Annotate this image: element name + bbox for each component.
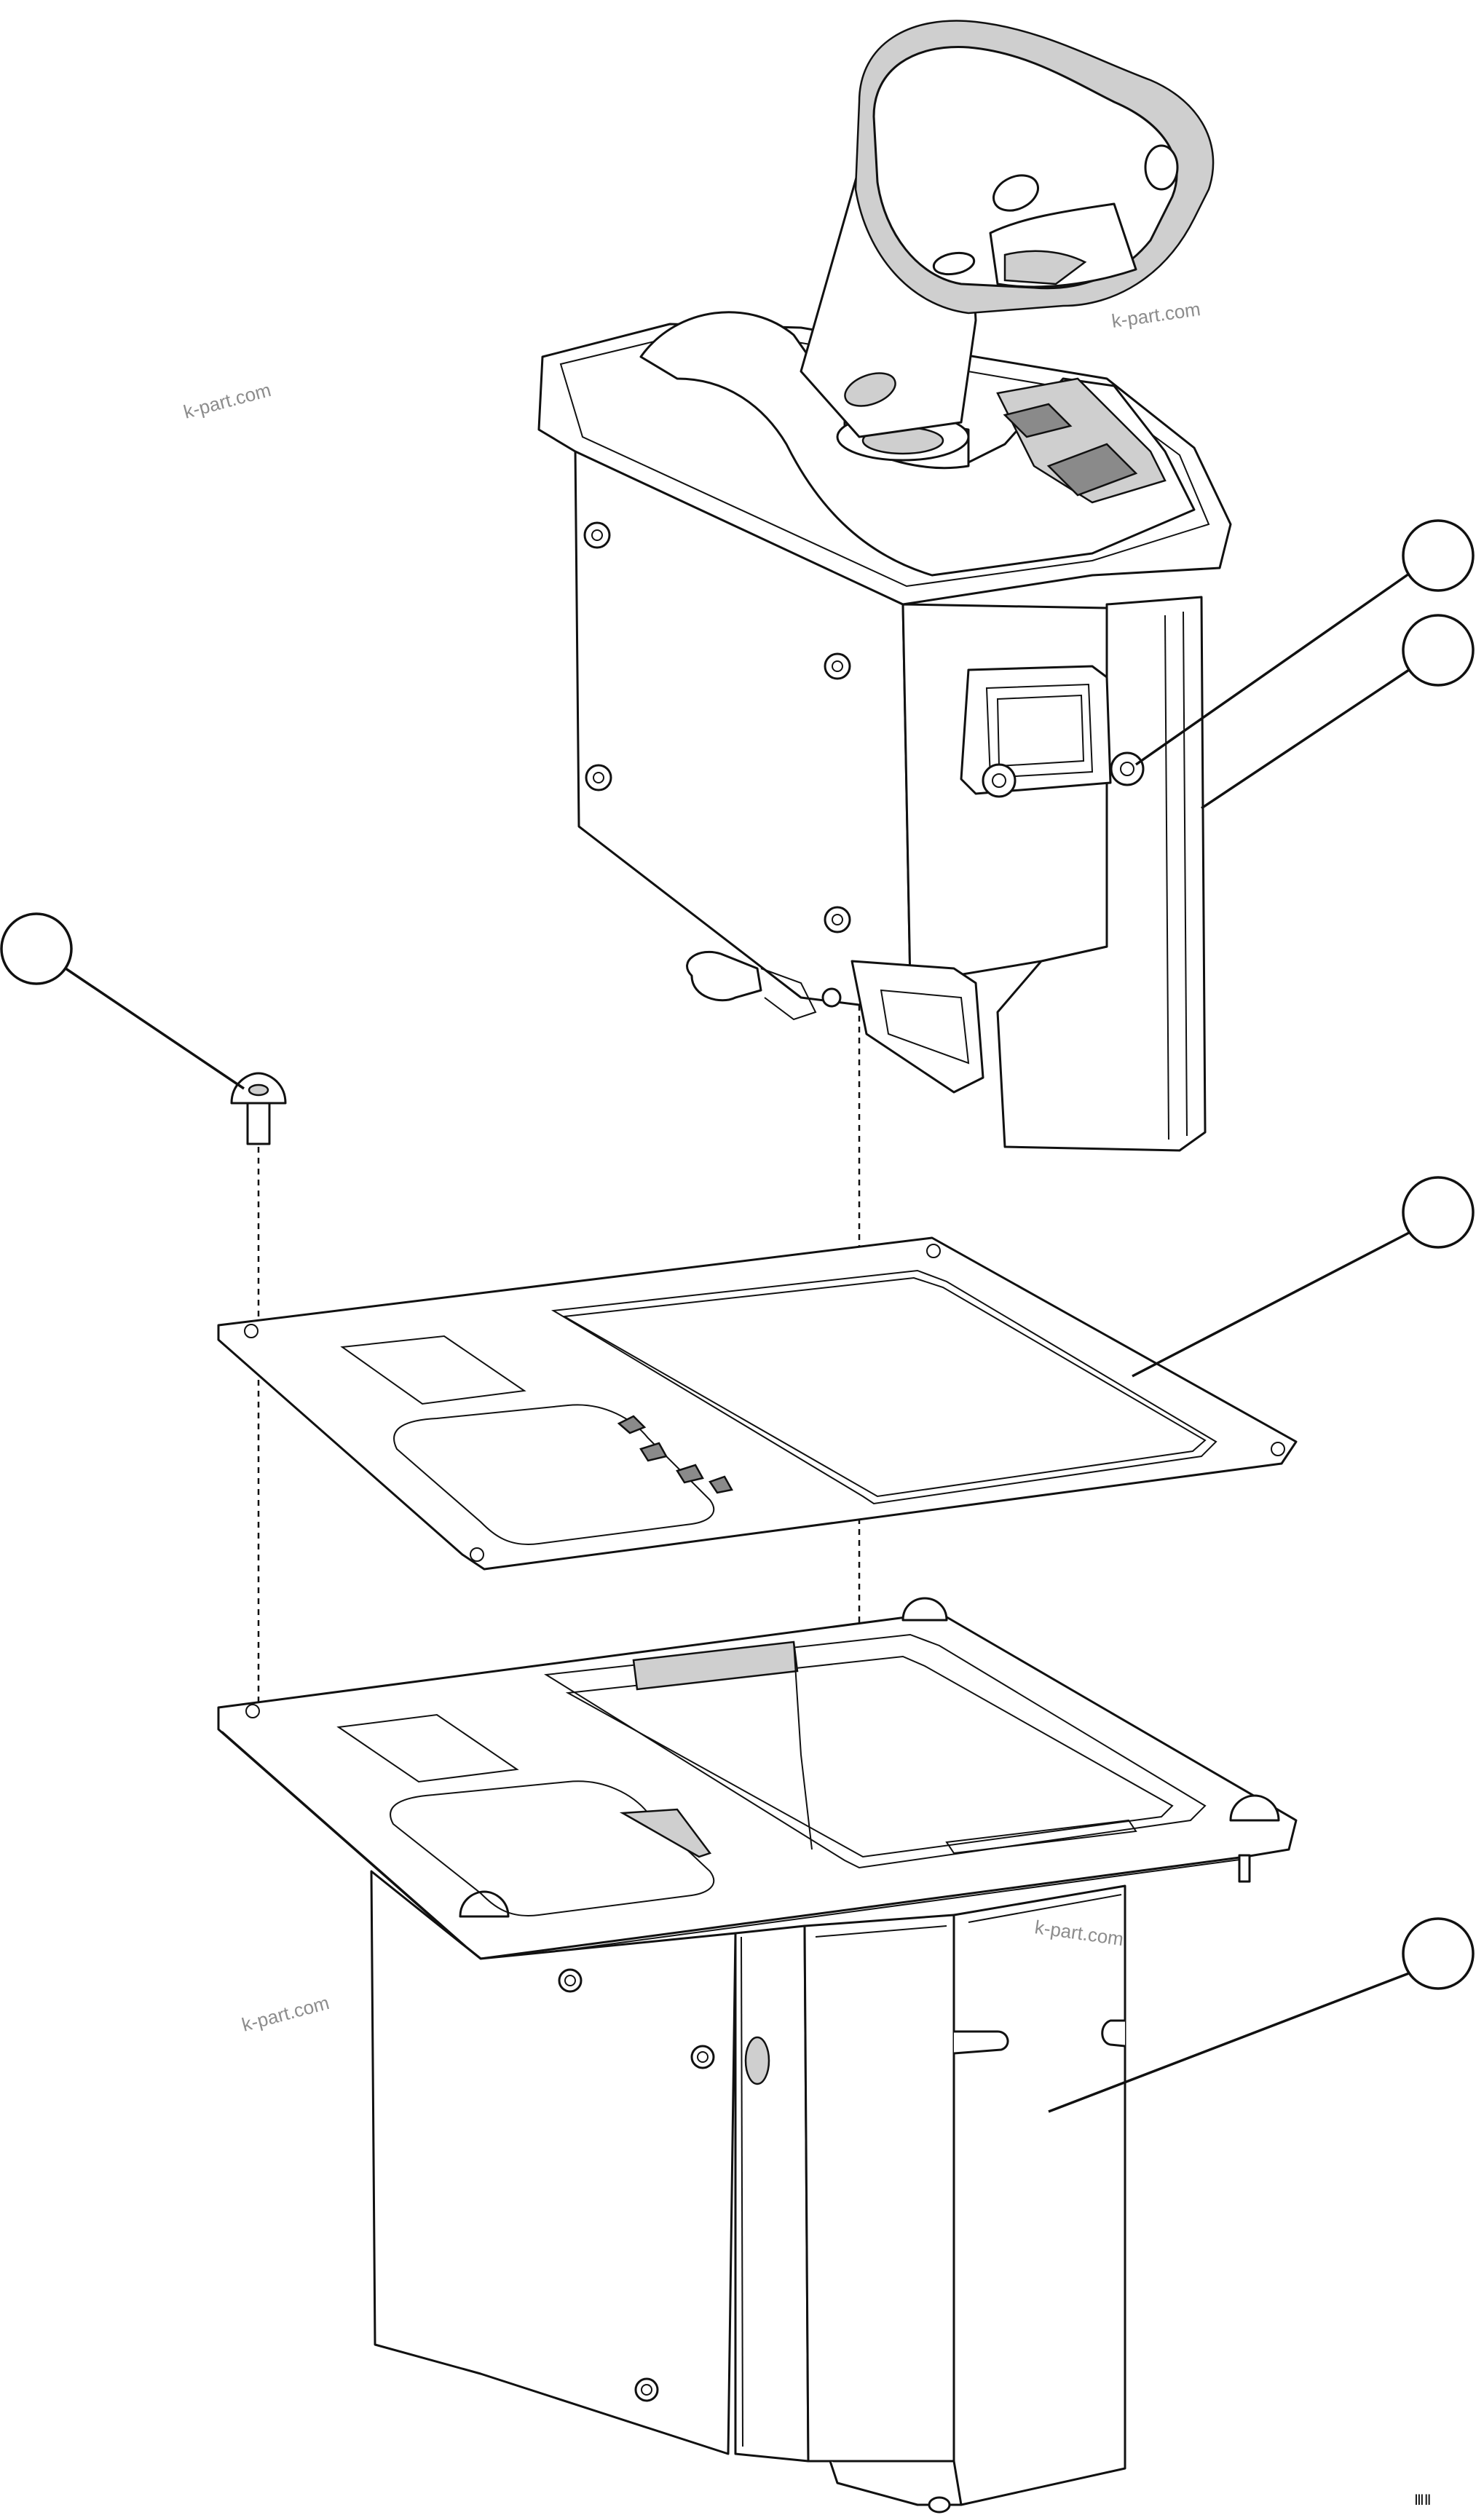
callout-5[interactable] [1048, 1917, 1475, 2113]
callout-4[interactable] [1132, 1176, 1475, 1378]
callout-3[interactable] [0, 912, 245, 1090]
watermark-text: k-part.com [181, 379, 273, 423]
watermark-text: k-part.com [240, 1991, 331, 2036]
watermark-text: k-part.com [1110, 298, 1202, 332]
callout-2[interactable] [1201, 614, 1475, 810]
callouts [0, 519, 1475, 2113]
gasket [217, 1236, 1298, 1571]
callout-1[interactable] [1134, 519, 1475, 766]
bracket-housing [370, 1870, 1126, 2514]
drawing-code: ⅢⅡ [1414, 2492, 1432, 2508]
shifter-assembly [537, 20, 1232, 1152]
mounting-plate [217, 1597, 1298, 1986]
mounting-screw [230, 1072, 287, 1145]
